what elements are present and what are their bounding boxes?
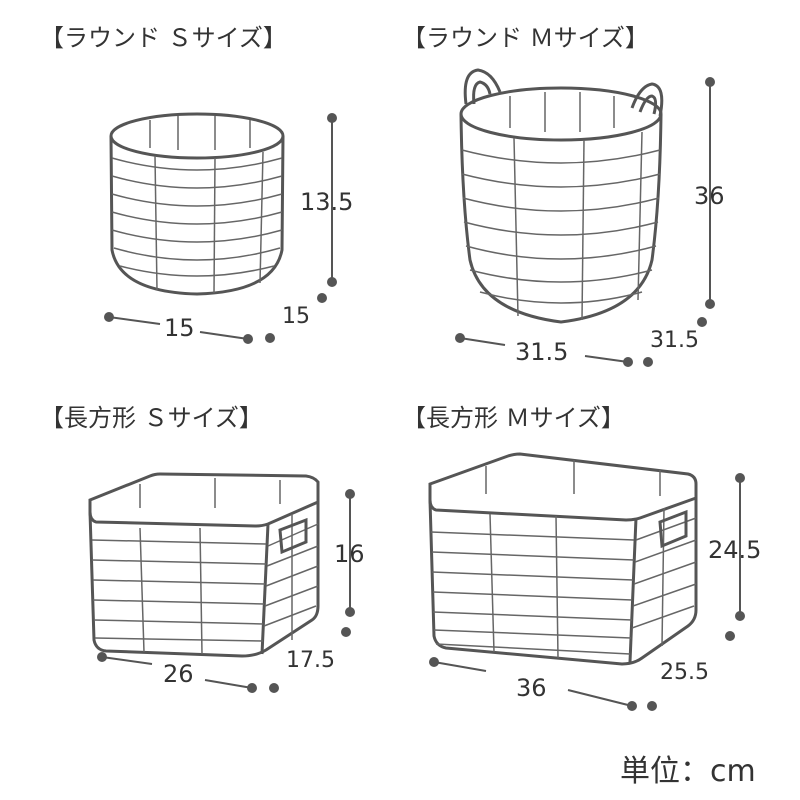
round-m-depth-label: 31.5	[650, 328, 699, 353]
rect-s-width-label: 26	[163, 660, 194, 688]
rect-s-dimension-lines	[97, 489, 355, 693]
rect-m-height-label: 24.5	[708, 536, 762, 564]
rect-s-height-label: 16	[334, 540, 365, 568]
rect-s-depth-label: 17.5	[286, 648, 335, 673]
title-round-s: 【ラウンド Ｓサイズ】	[40, 24, 287, 52]
title-rect-s: 【長方形 Ｓサイズ】	[40, 404, 263, 432]
unit-label: 単位：cm	[620, 754, 756, 789]
rect-m-basket	[428, 452, 698, 666]
rect-m-dimension-lines	[429, 473, 745, 711]
round-s-basket	[109, 112, 285, 296]
round-s-width-label: 15	[164, 314, 195, 342]
rect-m-width-label: 36	[516, 674, 547, 702]
round-s-depth-label: 15	[282, 304, 310, 329]
round-s-height-label: 13.5	[300, 188, 354, 216]
round-s-dimension-lines	[104, 113, 337, 344]
rect-s-basket	[88, 472, 320, 658]
round-m-width-label: 31.5	[515, 338, 569, 366]
round-m-basket	[459, 68, 664, 324]
round-m-dimension-lines	[455, 77, 715, 367]
title-round-m: 【ラウンド Ｍサイズ】	[402, 24, 649, 52]
title-rect-m: 【長方形 Ｍサイズ】	[402, 404, 625, 432]
rect-m-depth-label: 25.5	[660, 660, 709, 685]
round-m-height-label: 36	[694, 182, 725, 210]
